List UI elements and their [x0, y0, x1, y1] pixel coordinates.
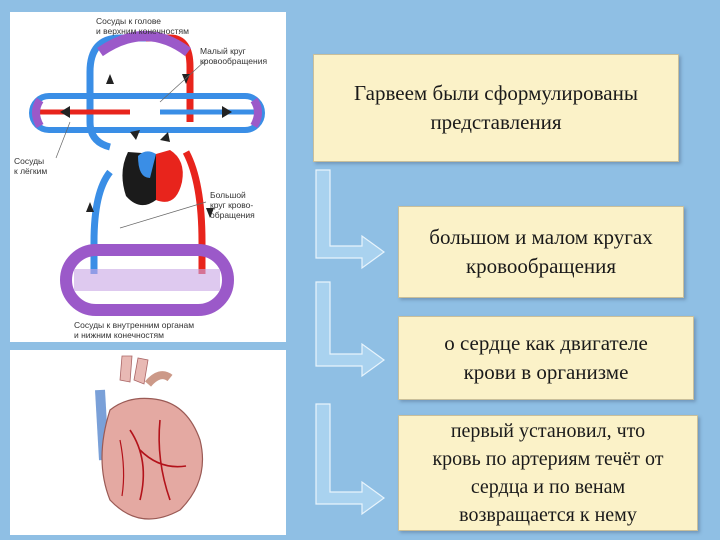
label-organs-2: и нижним конечностям — [74, 330, 164, 340]
item-1-line-2: кровообращения — [465, 254, 617, 278]
circulation-diagram-svg: Сосуды к голове и верхним конечностям Ма… — [14, 16, 267, 340]
label-big-circle-3: обращения — [210, 210, 255, 220]
item-3-line-2: кровь по артериям течёт от — [432, 448, 664, 470]
label-lungs-2: к лёгким — [14, 166, 47, 176]
label-head-2: и верхним конечностям — [96, 26, 189, 36]
lower-artery — [182, 150, 206, 274]
item-3-line-3: сердца и по венам — [470, 476, 626, 498]
circulation-diagram: Сосуды к голове и верхним конечностям Ма… — [10, 12, 286, 342]
label-organs-1: Сосуды к внутренним органам — [74, 320, 194, 330]
right-lung-capillaries — [250, 97, 262, 128]
heart-illustration — [10, 350, 286, 535]
label-big-circle-2: круг крово- — [210, 200, 253, 210]
title-line-2: представления — [430, 110, 562, 134]
item-3-line-4: возвращается к нему — [459, 504, 637, 526]
item-2-line-1: о сердце как двигателе — [444, 331, 648, 355]
leader-lines — [55, 59, 207, 229]
item-3-line-1: первый установил, что — [450, 420, 646, 442]
item-2-line-2: крови в организме — [463, 360, 629, 384]
upper-vein — [86, 34, 146, 151]
title-box: Гарвеем были сформулированы представлени… — [313, 54, 679, 162]
label-small-circle-1: Малый круг — [200, 46, 246, 56]
head-capillaries — [97, 31, 192, 57]
arrow-to-item-3 — [315, 403, 386, 516]
item-box-3: первый установил, что кровь по артериям … — [398, 415, 698, 531]
heart-icon — [122, 150, 183, 206]
anatomical-heart-icon — [95, 355, 204, 520]
organ-capillaries — [60, 244, 234, 316]
item-box-1: большом и малом кругах кровообращения — [398, 206, 684, 298]
lower-vein — [90, 169, 113, 274]
label-lungs-1: Сосуды — [14, 156, 44, 166]
label-big-circle-1: Большой — [210, 190, 246, 200]
title-line-1: Гарвеем были сформулированы — [354, 81, 638, 105]
arrow-to-item-2 — [315, 281, 386, 378]
left-lung-capillaries — [32, 97, 44, 128]
label-head-1: Сосуды к голове — [96, 16, 161, 26]
arrow-to-item-1 — [315, 169, 386, 270]
item-box-2: о сердце как двигателе крови в организме — [398, 316, 694, 400]
flow-arrows — [60, 74, 232, 218]
label-small-circle-2: кровообращения — [200, 56, 267, 66]
item-1-line-1: большом и малом кругах — [429, 225, 653, 249]
